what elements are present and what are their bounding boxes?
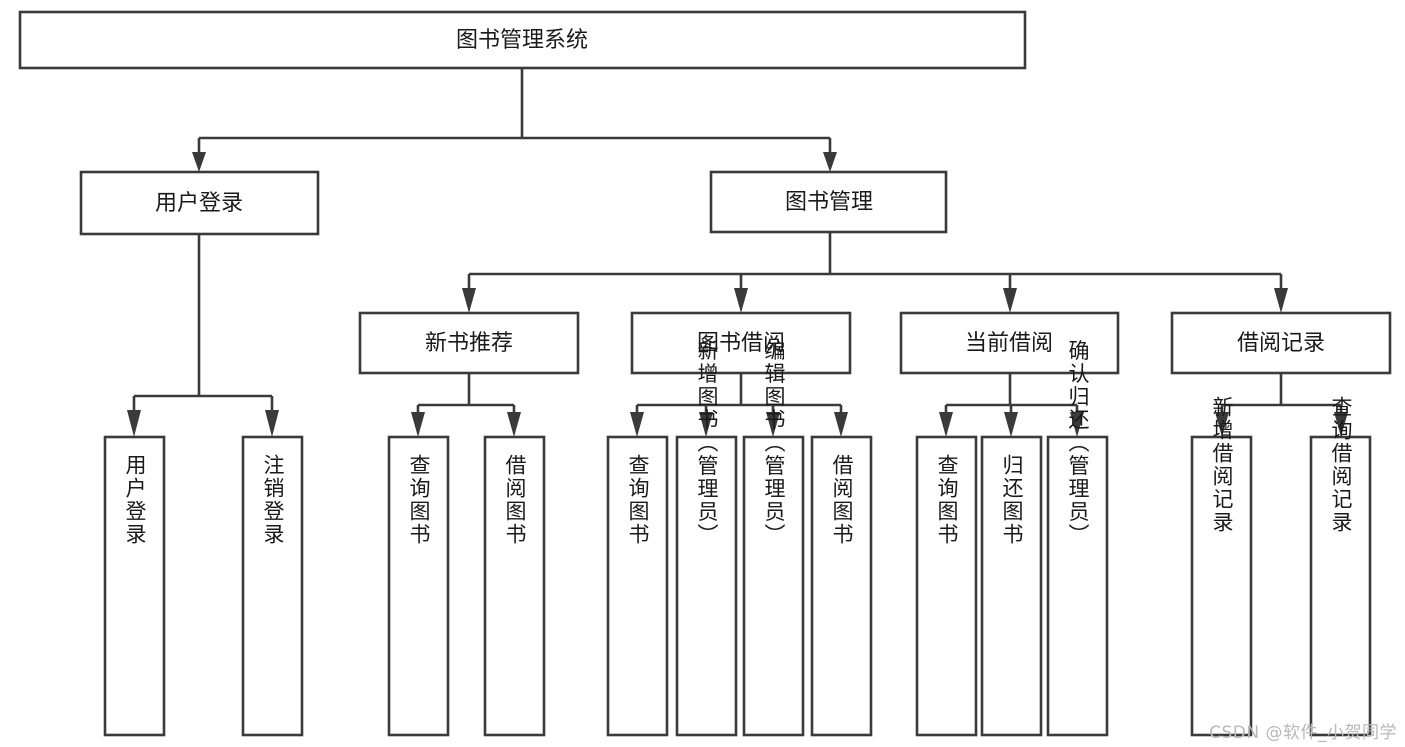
leaf-user-login-1-label: 用户登录 xyxy=(123,454,147,546)
leaf-book-borrow-4-box[interactable] xyxy=(810,435,873,737)
node-root-label: 图书管理系统 xyxy=(456,28,588,53)
arrow-head-borrow-record xyxy=(1274,288,1288,313)
leaf-book-borrow-2-box[interactable] xyxy=(675,435,738,737)
node-book-borrow[interactable]: 图书借阅 xyxy=(630,311,852,375)
arrow-head-currentborrow-leaf-2 xyxy=(1004,412,1018,437)
leaf-borrow-record-2[interactable]: 查询借阅记录 xyxy=(1309,396,1372,737)
node-current-borrow[interactable]: 当前借阅 xyxy=(899,311,1120,375)
node-book-manage[interactable]: 图书管理 xyxy=(709,170,948,234)
arrow-head-book-manage xyxy=(823,152,837,172)
leaf-current-borrow-2[interactable]: 归还图书 xyxy=(980,435,1043,737)
arrow-head-bookborrow-leaf-1 xyxy=(630,412,644,437)
arrow-head-leaf-logout xyxy=(265,410,279,437)
leaf-current-borrow-3[interactable]: 确认归还（管理员） xyxy=(1046,340,1109,737)
arrow-head-bookborrow-leaf-2 xyxy=(699,412,713,437)
leaf-book-borrow-3[interactable]: 编辑图书（管理员） xyxy=(742,340,805,737)
leaf-book-borrow-3-label: 编辑图书（管理员） xyxy=(762,340,786,547)
leaf-borrow-record-1-label: 新增借阅记录 xyxy=(1210,396,1234,534)
leaf-new-book-2[interactable]: 借阅图书 xyxy=(483,435,546,737)
arrow-head-currentborrow-leaf-1 xyxy=(939,412,953,437)
leaf-borrow-record-1-box[interactable] xyxy=(1190,435,1253,737)
leaf-current-borrow-3-label: 确认归还（管理员） xyxy=(1066,340,1090,547)
arrow-head-bookborrow-leaf-4 xyxy=(834,412,848,437)
leaf-book-borrow-3-box[interactable] xyxy=(742,435,805,737)
node-new-book-recommend-label: 新书推荐 xyxy=(425,331,513,356)
leaf-new-book-1-label: 查询图书 xyxy=(407,454,431,546)
leaf-user-login-1[interactable]: 用户登录 xyxy=(103,435,166,737)
leaf-current-borrow-2-box[interactable] xyxy=(980,435,1043,737)
node-user-login[interactable]: 用户登录 xyxy=(79,170,320,236)
arrow-head-borrowrecord-leaf-1 xyxy=(1215,412,1229,437)
leaf-borrow-record-2-label: 查询借阅记录 xyxy=(1329,396,1353,534)
arrow-head-user-login xyxy=(192,152,206,172)
leaf-user-login-1-box[interactable] xyxy=(103,435,166,737)
leaf-current-borrow-3-box[interactable] xyxy=(1046,435,1109,737)
node-user-login-box[interactable] xyxy=(79,170,320,236)
node-user-login-label: 用户登录 xyxy=(155,191,243,216)
arrow-head-leaf-user-login xyxy=(127,410,141,437)
leaf-borrow-record-1[interactable]: 新增借阅记录 xyxy=(1190,396,1253,737)
leaf-new-book-2-box[interactable] xyxy=(483,435,546,737)
arrow-head-newbook-leaf-1 xyxy=(411,412,425,437)
arrow-head-borrowrecord-leaf-2 xyxy=(1334,412,1348,437)
leaf-book-borrow-1[interactable]: 查询图书 xyxy=(606,435,669,737)
leaf-user-login-2-box[interactable] xyxy=(241,435,304,737)
leaf-book-borrow-1-box[interactable] xyxy=(606,435,669,737)
node-root-box[interactable] xyxy=(18,10,1027,70)
arrow-head-book-borrow xyxy=(734,288,748,313)
leaf-current-borrow-1-label: 查询图书 xyxy=(935,454,959,546)
leaf-book-borrow-1-label: 查询图书 xyxy=(626,454,650,546)
leaf-current-borrow-2-label: 归还图书 xyxy=(1000,454,1024,546)
arrow-head-current-borrow xyxy=(1003,288,1017,313)
edges-layer xyxy=(127,68,1348,437)
leaf-new-book-1-box[interactable] xyxy=(387,435,450,737)
csdn-watermark: CSDN @软件_小贺同学 xyxy=(1209,723,1397,743)
leaf-user-login-2[interactable]: 注销登录 xyxy=(241,435,304,737)
leaf-borrow-record-2-box[interactable] xyxy=(1309,435,1372,737)
node-book-borrow-box[interactable] xyxy=(630,311,852,375)
leaf-book-borrow-2[interactable]: 新增图书（管理员） xyxy=(675,340,738,737)
leaf-current-borrow-1-box[interactable] xyxy=(915,435,978,737)
arrow-head-currentborrow-leaf-3 xyxy=(1070,412,1084,437)
node-book-manage-label: 图书管理 xyxy=(785,190,873,215)
node-borrow-record-label: 借阅记录 xyxy=(1237,331,1325,356)
leaf-current-borrow-1[interactable]: 查询图书 xyxy=(915,435,978,737)
leaf-book-borrow-4[interactable]: 借阅图书 xyxy=(810,435,873,737)
node-new-book-recommend-box[interactable] xyxy=(358,311,580,375)
node-new-book-recommend[interactable]: 新书推荐 xyxy=(358,311,580,375)
leaf-new-book-1[interactable]: 查询图书 xyxy=(387,435,450,737)
node-root-system[interactable]: 图书管理系统 xyxy=(18,10,1027,70)
node-borrow-record-box[interactable] xyxy=(1170,311,1392,375)
arrow-head-newbook-leaf-2 xyxy=(507,412,521,437)
leaf-book-borrow-2-label: 新增图书（管理员） xyxy=(695,340,719,547)
node-book-borrow-label: 图书借阅 xyxy=(697,331,785,356)
leaf-user-login-2-label: 注销登录 xyxy=(261,454,285,546)
node-borrow-record[interactable]: 借阅记录 xyxy=(1170,311,1392,375)
leaf-book-borrow-4-label: 借阅图书 xyxy=(830,454,854,546)
node-book-manage-box[interactable] xyxy=(709,170,948,234)
arrow-head-bookborrow-leaf-3 xyxy=(766,412,780,437)
leaf-new-book-2-label: 借阅图书 xyxy=(503,454,527,546)
node-current-borrow-label: 当前借阅 xyxy=(965,331,1053,356)
arrow-head-new-book-recommend xyxy=(462,288,476,313)
node-current-borrow-box[interactable] xyxy=(899,311,1120,375)
